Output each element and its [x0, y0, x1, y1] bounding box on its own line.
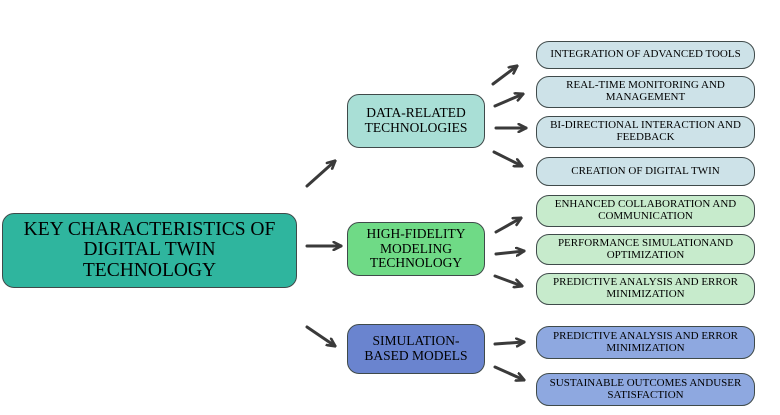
item-enhanced-collaboration: ENHANCED COLLABORATION AND COMMUNICATION: [536, 195, 755, 227]
arrow-data-to-item-2: [493, 94, 523, 108]
arrow-data-to-item-1: [491, 66, 517, 86]
arrow-simulation-to-item-1: [493, 342, 524, 344]
arrow-modeling-to-item-3: [493, 274, 522, 286]
item-label: INTEGRATION OF ADVANCED TOOLS: [550, 48, 741, 61]
item-label: REAL-TIME MONITORING AND MANAGEMENT: [566, 79, 725, 103]
root-node: KEY CHARACTERISTICS OF DIGITAL TWIN TECH…: [2, 213, 297, 288]
item-predictive-analysis-modeling: PREDICTIVE ANALYSIS AND ERROR MINIMIZATI…: [536, 273, 755, 305]
arrow-root-to-simulation: [305, 325, 335, 346]
item-performance-simulation: PERFORMANCE SIMULATIONAND OPTIMIZATION: [536, 234, 755, 265]
item-predictive-analysis-simulation: PREDICTIVE ANALYSIS AND ERROR MINIMIZATI…: [536, 326, 755, 359]
item-label: PREDICTIVE ANALYSIS AND ERROR MINIMIZATI…: [553, 329, 738, 354]
arrow-modeling-to-item-2: [494, 251, 524, 254]
item-bi-directional-interaction: BI-DIRECTIONAL INTERACTION AND FEEDBACK: [536, 116, 755, 148]
category-label: HIGH-FIDELITY MODELING TECHNOLOGY: [366, 226, 466, 271]
item-label: BI-DIRECTIONAL INTERACTION AND FEEDBACK: [550, 119, 741, 143]
category-data-related: DATA-RELATED TECHNOLOGIES: [347, 94, 485, 148]
item-label: PREDICTIVE ANALYSIS AND ERROR MINIMIZATI…: [553, 276, 738, 300]
item-label: CREATION OF DIGITAL TWIN: [571, 164, 720, 177]
category-label: DATA-RELATED TECHNOLOGIES: [364, 105, 468, 135]
arrow-root-to-data: [305, 161, 335, 188]
arrow-modeling-to-item-1: [494, 218, 521, 234]
item-label: ENHANCED COLLABORATION AND COMMUNICATION: [554, 198, 737, 222]
arrow-simulation-to-item-2: [493, 365, 524, 380]
item-creation-of-digital-twin: CREATION OF DIGITAL TWIN: [536, 157, 755, 186]
category-high-fidelity: HIGH-FIDELITY MODELING TECHNOLOGY: [347, 222, 485, 276]
item-label: SUSTAINABLE OUTCOMES ANDUSER SATISFACTIO…: [549, 376, 742, 401]
item-label: PERFORMANCE SIMULATIONAND OPTIMIZATION: [557, 236, 734, 261]
category-simulation: SIMULATION-BASED MODELS: [347, 324, 485, 374]
category-label: SIMULATION-BASED MODELS: [364, 333, 468, 363]
item-integration-of-advanced-tools: INTEGRATION OF ADVANCED TOOLS: [536, 41, 755, 69]
item-real-time-monitoring: REAL-TIME MONITORING AND MANAGEMENT: [536, 76, 755, 108]
item-sustainable-outcomes: SUSTAINABLE OUTCOMES ANDUSER SATISFACTIO…: [536, 373, 755, 406]
root-label: KEY CHARACTERISTICS OF DIGITAL TWIN TECH…: [23, 218, 276, 281]
arrow-data-to-item-4: [492, 150, 522, 166]
